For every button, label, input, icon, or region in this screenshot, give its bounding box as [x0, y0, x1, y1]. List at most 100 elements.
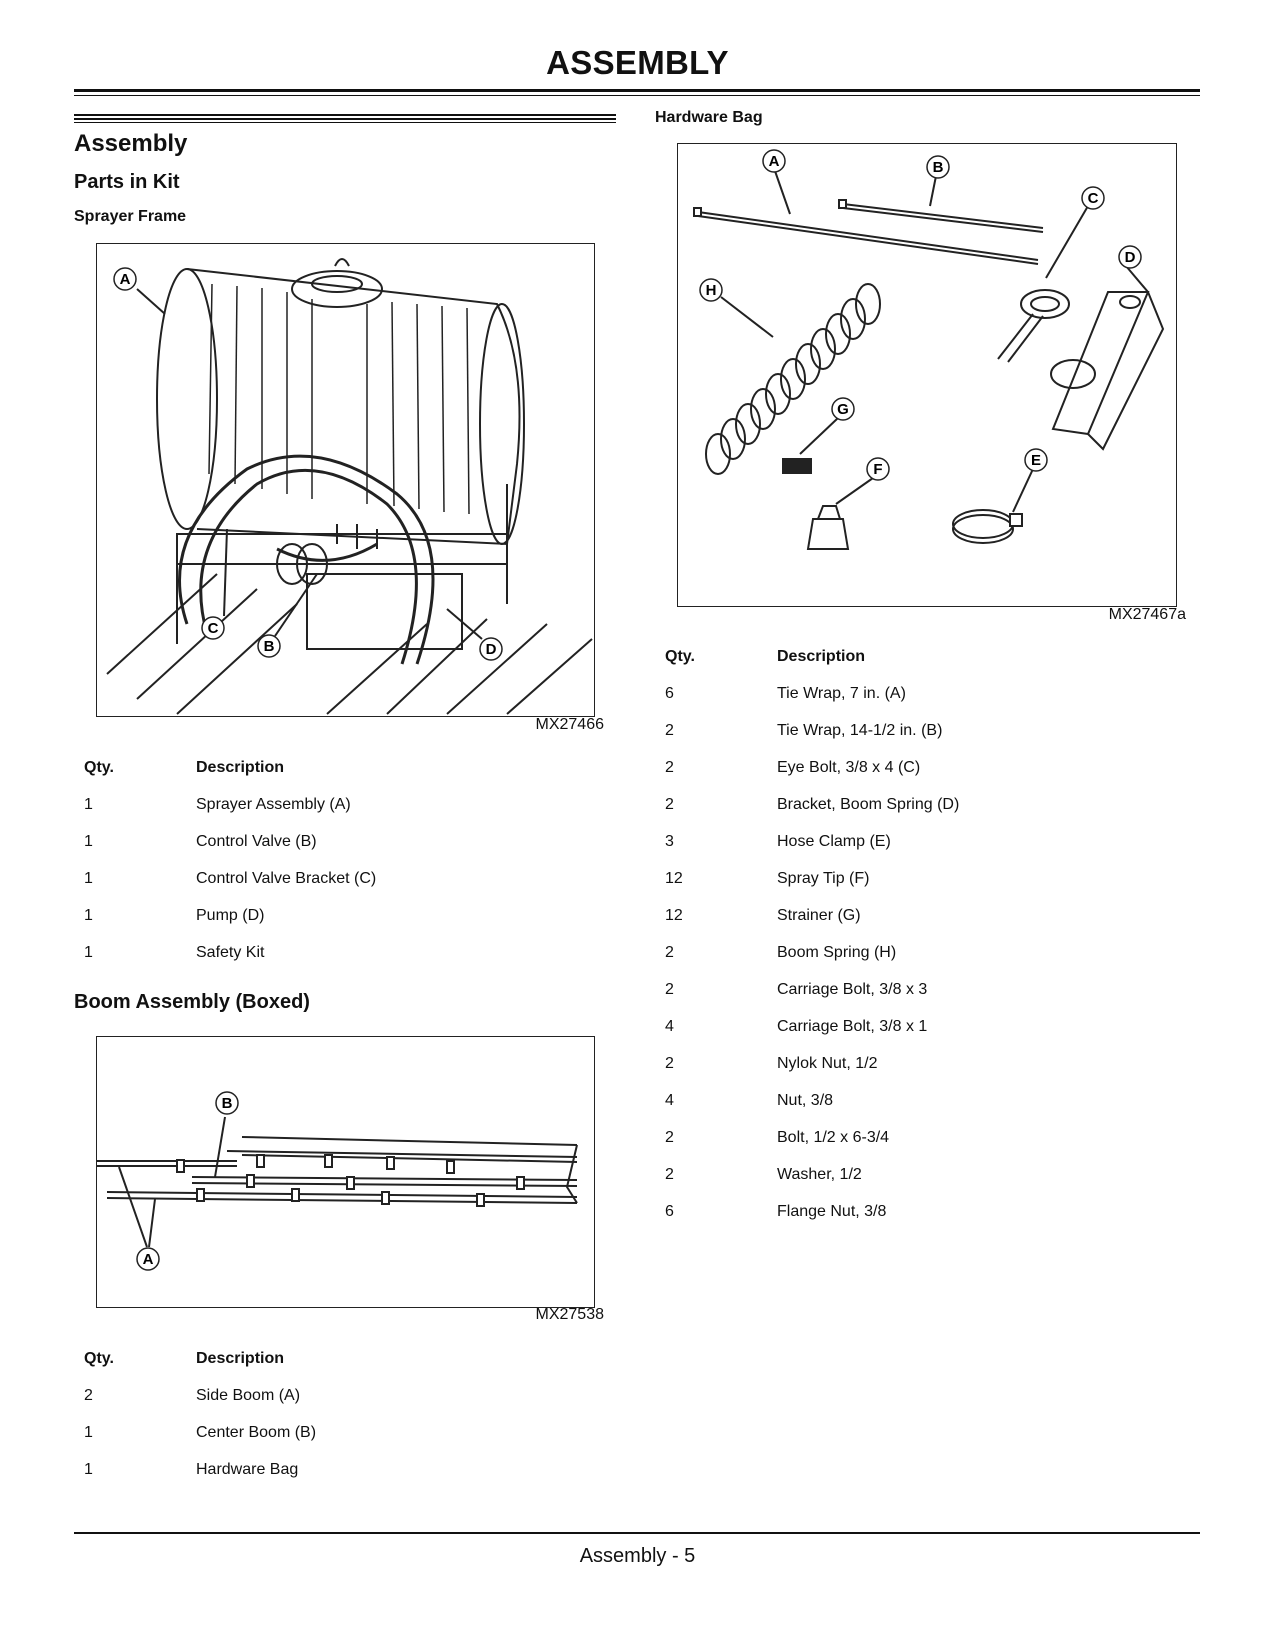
table-row: 2 Nylok Nut, 1/2 — [665, 1055, 1185, 1092]
description-cell: Nut, 3/8 — [777, 1092, 834, 1109]
table-header-row: Qty. Description — [665, 648, 1185, 685]
description-cell: Washer, 1/2 — [777, 1166, 862, 1183]
hardware-bag-figure: A B C D E F G H — [677, 143, 1177, 607]
table-row: 2 Carriage Bolt, 3/8 x 3 — [665, 981, 1185, 1018]
sprayer-frame-heading: Sprayer Frame — [74, 208, 187, 225]
callout-d: D — [1125, 249, 1136, 266]
table-row: 1 Center Boom (B) — [84, 1424, 584, 1461]
boom-assembly-heading: Boom Assembly (Boxed) — [74, 991, 310, 1013]
description-cell: Control Valve Bracket (C) — [196, 870, 377, 887]
description-cell: Control Valve (B) — [196, 833, 317, 850]
qty-cell: 2 — [665, 1055, 674, 1072]
table-header-row: Qty. Description — [84, 759, 584, 796]
description-cell: Carriage Bolt, 3/8 x 1 — [777, 1018, 928, 1035]
description-cell: Hose Clamp (E) — [777, 833, 891, 850]
description-cell: Center Boom (B) — [196, 1424, 317, 1441]
description-cell: Bracket, Boom Spring (D) — [777, 796, 960, 813]
qty-cell: 12 — [665, 907, 683, 924]
qty-cell: 1 — [84, 1424, 93, 1441]
sprayer-frame-illustration: A B C D — [106, 258, 593, 715]
hardware-bag-heading: Hardware Bag — [655, 109, 763, 126]
qty-cell: 6 — [665, 1203, 674, 1220]
description-cell: Nylok Nut, 1/2 — [777, 1055, 878, 1072]
description-cell: Tie Wrap, 14-1/2 in. (B) — [777, 722, 943, 739]
callout-g: G — [837, 401, 849, 418]
description-cell: Safety Kit — [196, 944, 265, 961]
table-row: 2 Eye Bolt, 3/8 x 4 (C) — [665, 759, 1185, 796]
description-header: Description — [777, 648, 866, 665]
description-cell: Sprayer Assembly (A) — [196, 796, 351, 813]
callout-c: C — [208, 620, 219, 637]
qty-cell: 6 — [665, 685, 674, 702]
table-row: 2 Bolt, 1/2 x 6-3/4 — [665, 1129, 1185, 1166]
qty-cell: 2 — [665, 796, 674, 813]
qty-cell: 2 — [665, 1129, 674, 1146]
description-cell: Strainer (G) — [777, 907, 861, 924]
hardware-bag-parts-table: Qty. Description 6 Tie Wrap, 7 in. (A) 2 T… — [665, 648, 1185, 1240]
page-footer: Assembly - 5 — [579, 1545, 696, 1567]
description-header: Description — [196, 1350, 285, 1367]
callout-c: C — [1088, 190, 1099, 207]
sprayer-frame-parts-table: Qty. Description 1 Sprayer Assembly (A) 1… — [84, 759, 584, 981]
hardware-bag-illustration: A B C D E F G H — [693, 149, 1165, 550]
section-rule-bottom — [74, 122, 616, 123]
boom-assembly-illustration: B A — [97, 1091, 578, 1271]
description-cell: Bolt, 1/2 x 6-3/4 — [777, 1129, 890, 1146]
qty-header: Qty. — [84, 759, 114, 776]
qty-cell: 4 — [665, 1018, 674, 1035]
description-cell: Flange Nut, 3/8 — [777, 1203, 887, 1220]
callout-h: H — [706, 282, 717, 299]
sprayer-frame-figure-code: MX27466 — [535, 716, 605, 733]
callout-a: A — [120, 271, 131, 288]
qty-cell: 1 — [84, 796, 93, 813]
qty-cell: 3 — [665, 833, 674, 850]
callout-f: F — [873, 461, 882, 478]
qty-cell: 2 — [665, 759, 674, 776]
qty-header: Qty. — [84, 1350, 114, 1367]
description-cell: Boom Spring (H) — [777, 944, 897, 961]
callout-b: B — [222, 1095, 233, 1112]
table-row: 6 Flange Nut, 3/8 — [665, 1203, 1185, 1240]
description-header: Description — [196, 759, 285, 776]
description-cell: Carriage Bolt, 3/8 x 3 — [777, 981, 928, 998]
header-rule-bottom — [74, 95, 1200, 96]
table-row: 4 Nut, 3/8 — [665, 1092, 1185, 1129]
qty-cell: 2 — [665, 722, 674, 739]
callout-a: A — [143, 1251, 154, 1268]
table-row: 12 Spray Tip (F) — [665, 870, 1185, 907]
callout-d: D — [486, 641, 497, 658]
table-row: 1 Sprayer Assembly (A) — [84, 796, 584, 833]
table-header-row: Qty. Description — [84, 1350, 584, 1387]
qty-cell: 1 — [84, 833, 93, 850]
qty-cell: 1 — [84, 907, 93, 924]
table-row: 1 Control Valve (B) — [84, 833, 584, 870]
qty-cell: 1 — [84, 944, 93, 961]
description-cell: Hardware Bag — [196, 1461, 299, 1478]
sprayer-frame-figure: A B C D — [96, 243, 595, 717]
qty-cell: 2 — [84, 1387, 93, 1404]
section-title: Assembly — [74, 130, 188, 157]
qty-header: Qty. — [665, 648, 695, 665]
qty-cell: 2 — [665, 1166, 674, 1183]
qty-cell: 4 — [665, 1092, 674, 1109]
hardware-bag-figure-code: MX27467a — [1108, 606, 1186, 623]
table-row: 12 Strainer (G) — [665, 907, 1185, 944]
table-row: 2 Tie Wrap, 14-1/2 in. (B) — [665, 722, 1185, 759]
section-rule-top — [74, 114, 616, 116]
boom-assembly-figure-code: MX27538 — [535, 1306, 605, 1323]
table-row: 2 Washer, 1/2 — [665, 1166, 1185, 1203]
description-cell: Spray Tip (F) — [777, 870, 870, 887]
qty-cell: 2 — [665, 981, 674, 998]
header-rule-top — [74, 89, 1200, 92]
boom-assembly-figure: B A — [96, 1036, 595, 1308]
callout-e: E — [1031, 452, 1041, 469]
description-cell: Eye Bolt, 3/8 x 4 (C) — [777, 759, 921, 776]
qty-cell: 12 — [665, 870, 683, 887]
description-cell: Tie Wrap, 7 in. (A) — [777, 685, 906, 702]
